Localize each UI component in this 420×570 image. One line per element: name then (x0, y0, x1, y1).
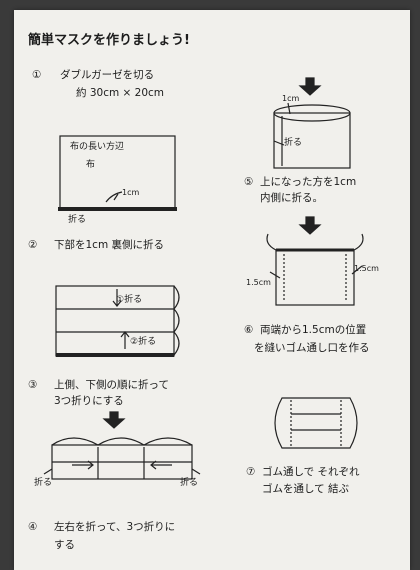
pointer-left (43, 468, 53, 475)
fold-left-label: 折る (34, 478, 53, 488)
step-5-text: 上になった方を1cm (260, 176, 357, 188)
pointer-left-cm (269, 271, 281, 279)
arrow-head-right (87, 460, 94, 470)
panel-top-edge (273, 104, 351, 122)
arrow-to-edge (105, 191, 123, 203)
step-3-text-2: 3つ折りにする (54, 395, 124, 407)
cloth-label: 布 (86, 160, 96, 170)
pointer-right-cm (351, 265, 363, 275)
step-3-number: ③ (28, 379, 38, 391)
folded-panel (273, 112, 351, 169)
step-4-number: ④ (28, 521, 38, 533)
step-5-number: ⑤ (244, 176, 254, 188)
fold-right-label: 折る (180, 478, 199, 488)
page-title: 簡単マスクを作りましょう! (28, 33, 190, 48)
fold-curls-top (51, 437, 193, 446)
step-1-text: ダブルガーゼを切る (60, 69, 155, 81)
step-7-number: ⑦ (246, 466, 256, 478)
pointer-fold (273, 140, 285, 146)
step-5-text-2: 内側に折る。 (260, 192, 323, 204)
step-6-text-2: を縫いゴム通し口を作る (254, 342, 370, 354)
fold-top-label: ①折る (116, 295, 143, 305)
step-2-text: 下部を1cm 裏側に折る (54, 239, 165, 251)
corner-left (266, 233, 277, 251)
step-4-text: 左右を折って、3つ折りに (54, 521, 176, 533)
arrow-head (113, 193, 119, 201)
step-1-size: 約 30cm × 20cm (76, 87, 165, 99)
arrow-head-down-1 (112, 300, 122, 307)
down-arrow-mid (298, 216, 322, 235)
instruction-sheet: 簡単マスクを作りましょう! ① ダブルガーゼを切る 約 30cm × 20cm … (14, 10, 410, 570)
one-cm-label: 1cm (122, 188, 140, 197)
corner-right (353, 233, 364, 251)
cm-marker (287, 102, 291, 115)
one-cm-label-b: 1cm (282, 94, 300, 103)
step-1-number: ① (32, 69, 42, 81)
pointer-right (191, 468, 201, 475)
fold-label: 折る (68, 215, 87, 225)
down-arrow-big (102, 411, 126, 429)
long-side-label: 布の長い方辺 (70, 142, 125, 152)
step-6-number: ⑥ (244, 324, 254, 336)
step-7-text-2: ゴムを通して 結ぶ (262, 483, 350, 495)
step-2-number: ② (28, 239, 38, 251)
arrow-head-up-2 (120, 331, 130, 338)
folded-fabric (55, 285, 175, 357)
step-7-text: ゴム通しで それぞれ (262, 466, 360, 478)
one-five-right-label: 1.5cm (354, 264, 379, 273)
mask-panel (275, 249, 355, 306)
step-3-text: 上側、下側の順に折って (54, 379, 169, 391)
side-curls (173, 285, 180, 356)
illustrations (43, 77, 364, 480)
step-6-text: 両端から1.5cmの位置 (260, 324, 367, 336)
down-arrow-top (298, 77, 322, 96)
fold-bottom-label: ②折る (130, 337, 157, 347)
one-five-left-label: 1.5cm (246, 278, 271, 287)
fold-label-b: 折る (284, 138, 303, 148)
finished-mask (274, 397, 358, 449)
step-4-text-2: する (54, 539, 75, 551)
arrow-head-left (150, 460, 157, 470)
